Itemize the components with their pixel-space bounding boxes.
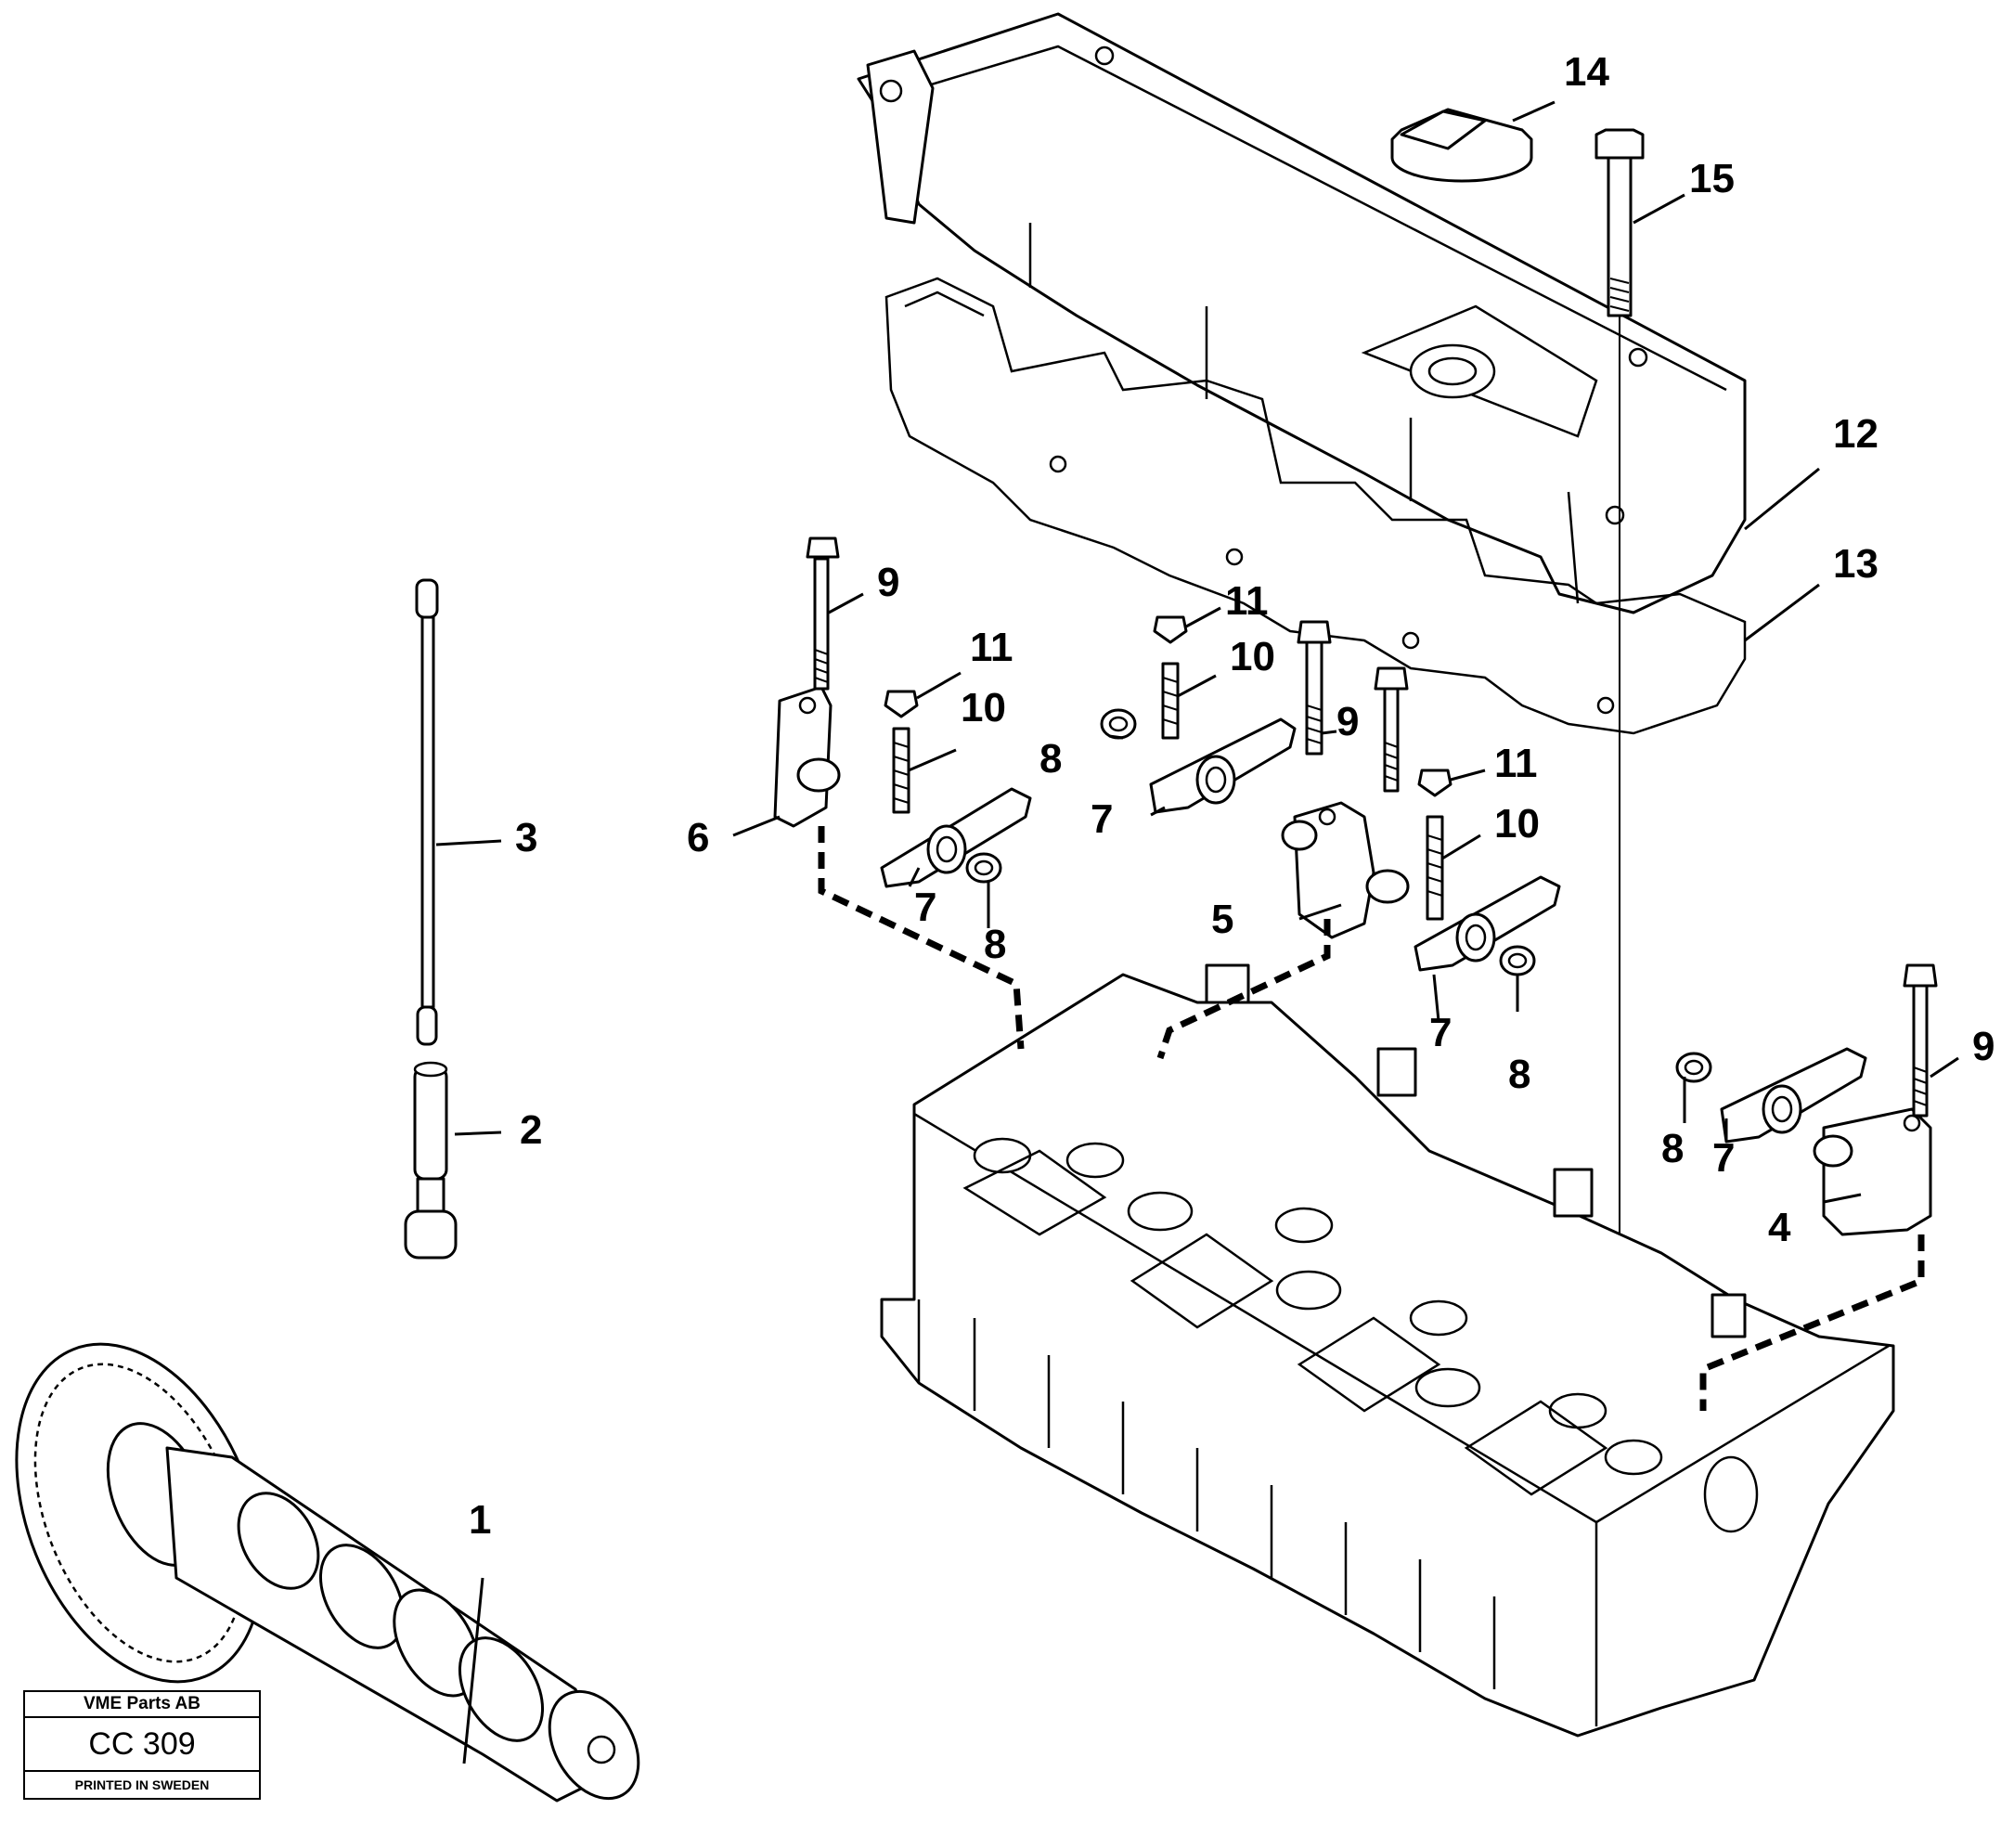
leader-lines <box>435 100 1959 1764</box>
valve-tappet <box>404 1061 458 1260</box>
rocker-arm-7b <box>1149 717 1297 814</box>
callout-8c: 8 <box>1508 1052 1530 1097</box>
push-rod <box>415 578 439 1046</box>
callout-11c: 11 <box>1494 741 1538 786</box>
adjust-screw-10b <box>1153 615 1188 740</box>
callout-9a: 9 <box>877 560 899 605</box>
callout-12: 12 <box>1833 411 1878 457</box>
callout-10c: 10 <box>1494 801 1540 846</box>
rocker-bracket-6 <box>773 536 841 828</box>
callout-5: 5 <box>1211 897 1233 942</box>
circlip-8b <box>965 852 1002 884</box>
parts-stamp: VME Parts AB CC 309 PRINTED IN SWEDEN <box>23 1690 261 1800</box>
rocker-arm-7a <box>880 787 1032 888</box>
bolt-9c <box>1374 666 1409 793</box>
circlip-8c <box>1499 945 1536 976</box>
callout-7b: 7 <box>1091 796 1113 842</box>
callout-4: 4 <box>1768 1205 1791 1250</box>
valve-cover <box>857 12 1747 614</box>
callout-6: 6 <box>687 815 709 860</box>
callout-10b: 10 <box>1230 634 1275 679</box>
bolt-9d <box>1903 963 1938 1118</box>
alignment-lines <box>818 826 1925 1411</box>
callout-15: 15 <box>1689 156 1735 201</box>
callout-2: 2 <box>520 1107 542 1153</box>
circlip-8a <box>1100 708 1137 740</box>
callout-11b: 11 <box>1225 578 1269 624</box>
cylinder-head <box>880 963 1895 1738</box>
bolt-9b <box>1297 620 1332 756</box>
rocker-bracket-4 <box>1813 1107 1932 1236</box>
stamp-company: VME Parts AB <box>25 1692 259 1718</box>
callout-9c: 9 <box>1972 1024 1995 1069</box>
oil-filler-cap <box>1390 108 1533 183</box>
callout-11a: 11 <box>970 625 1013 670</box>
callout-3: 3 <box>515 815 537 860</box>
callout-8b: 8 <box>984 922 1006 967</box>
callout-7c: 7 <box>1429 1010 1452 1055</box>
callout-7d: 7 <box>1712 1135 1735 1181</box>
rocker-bracket-5 <box>1281 801 1410 939</box>
callout-10a: 10 <box>961 685 1006 730</box>
callout-8a: 8 <box>1039 736 1062 782</box>
callout-13: 13 <box>1833 541 1878 587</box>
rocker-arm-7c <box>1414 875 1561 972</box>
callout-1: 1 <box>469 1497 491 1543</box>
stamp-printed: PRINTED IN SWEDEN <box>74 1777 210 1792</box>
callout-7a: 7 <box>914 885 936 930</box>
callout-9b: 9 <box>1336 699 1359 744</box>
adjust-screw-10a <box>884 690 919 814</box>
callout-labels: 1 2 3 4 5 6 7 7 7 7 8 8 8 8 9 9 9 10 10 … <box>469 49 1995 1543</box>
stamp-code: CC 309 <box>25 1718 259 1772</box>
circlip-8d <box>1675 1052 1712 1083</box>
callout-14: 14 <box>1564 49 1609 95</box>
adjust-screw-10c <box>1417 769 1452 921</box>
camshaft <box>15 1342 640 1803</box>
callout-8d: 8 <box>1661 1126 1684 1171</box>
